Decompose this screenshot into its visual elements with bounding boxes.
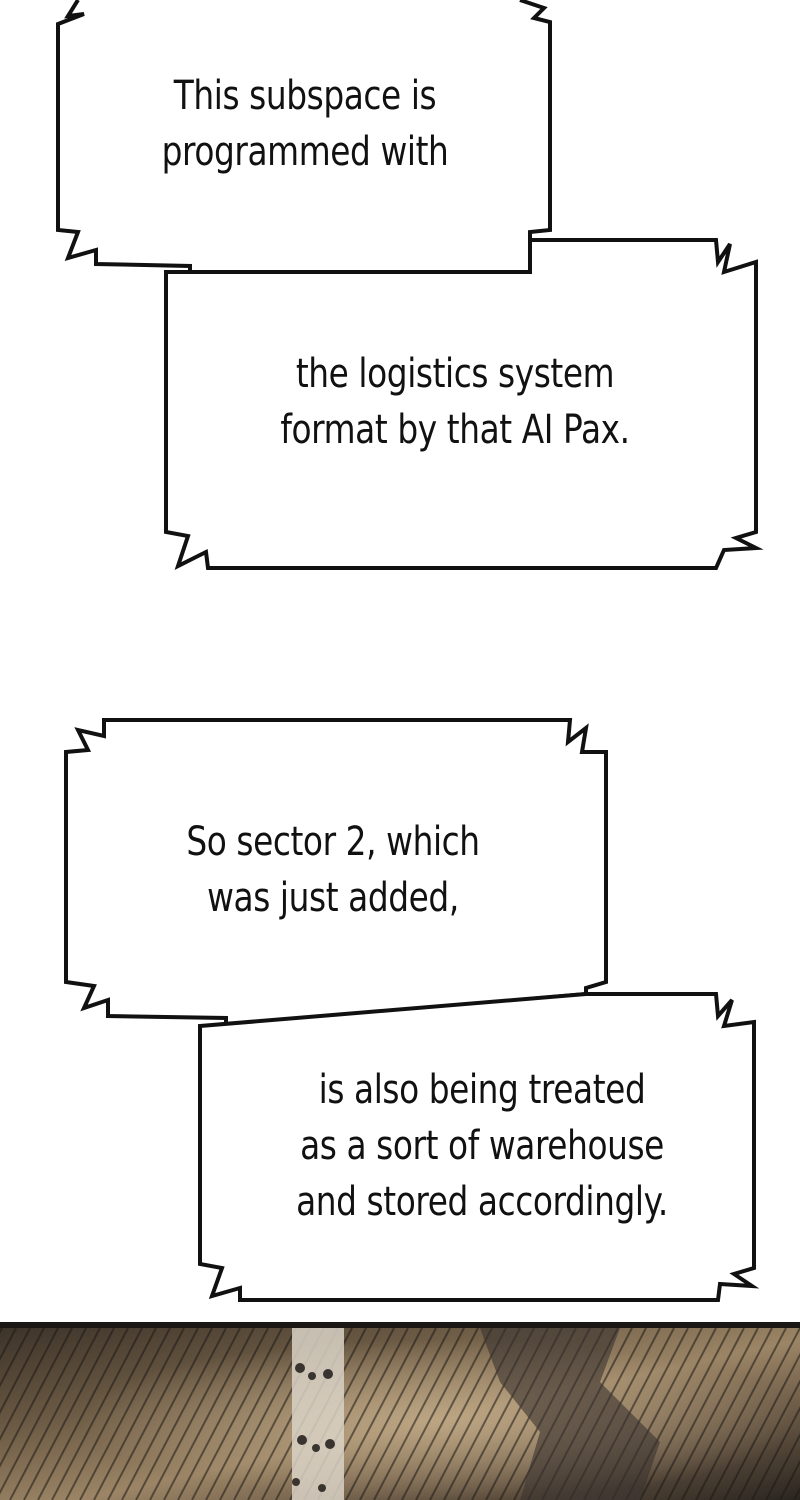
- speed-line: [191, 1327, 283, 1500]
- speed-line: [0, 1327, 59, 1442]
- caption-box-4-text: is also being treated as a sort of wareh…: [277, 1062, 687, 1230]
- speed-line: [331, 1327, 423, 1500]
- caption-box-2-text: the logistics system format by that AI P…: [250, 346, 660, 458]
- scene-illustration: [0, 1322, 800, 1500]
- speed-line: [0, 1327, 73, 1468]
- scene-top-border: [0, 1322, 800, 1328]
- caption-box-1-text: This subspace is programmed with: [141, 68, 469, 180]
- speed-line: [51, 1327, 143, 1500]
- speed-line: [23, 1327, 115, 1500]
- speed-line: [737, 1379, 800, 1500]
- speed-line: [37, 1327, 129, 1500]
- speed-line: [107, 1327, 199, 1500]
- speed-line: [359, 1327, 451, 1500]
- speed-line: [751, 1406, 800, 1500]
- speed-line: [205, 1327, 297, 1500]
- speed-line: [0, 1327, 17, 1361]
- speed-line: [709, 1327, 800, 1500]
- speed-line: [163, 1327, 255, 1500]
- speed-line: [0, 1327, 87, 1495]
- caption-line: is also being treated: [318, 1067, 646, 1113]
- caption-box-outlines: [56, 0, 764, 1302]
- speed-line: [695, 1327, 787, 1500]
- caption-line: format by that AI Pax.: [280, 407, 630, 453]
- speed-line: [681, 1327, 773, 1500]
- caption-line: This subspace is: [173, 73, 437, 119]
- caption-line: the logistics system: [295, 351, 615, 397]
- speed-line: [9, 1327, 101, 1500]
- caption-line: was just added,: [207, 875, 459, 921]
- caption-box-3-outline: [64, 718, 608, 1029]
- caption-box-3-text: So sector 2, which was just added,: [169, 814, 497, 926]
- speed-line: [373, 1327, 465, 1500]
- caption-box-2-outline: [164, 238, 764, 570]
- speed-line: [93, 1327, 185, 1500]
- scene-glow: [0, 1322, 800, 1500]
- caption-line: and stored accordingly.: [296, 1179, 668, 1225]
- speed-line: [639, 1327, 731, 1500]
- speed-line: [387, 1327, 479, 1500]
- speed-line: [121, 1327, 213, 1500]
- speed-line: [65, 1327, 157, 1500]
- speed-line: [765, 1432, 800, 1500]
- speed-line: [79, 1327, 171, 1500]
- speed-line: [177, 1327, 269, 1500]
- speed-line: [0, 1327, 31, 1388]
- caption-box-1-outline: [56, 0, 552, 274]
- scene-pillar: [292, 1328, 344, 1500]
- speed-line: [401, 1327, 493, 1500]
- speed-line: [779, 1459, 800, 1500]
- speed-line: [0, 1327, 45, 1415]
- scene-dark-mass: [480, 1328, 660, 1500]
- caption-line: So sector 2, which: [186, 819, 480, 865]
- speed-line: [149, 1327, 241, 1500]
- speed-line: [723, 1352, 800, 1500]
- speed-line: [667, 1327, 759, 1500]
- pillar-markings: [292, 1363, 335, 1492]
- speed-line: [653, 1327, 745, 1500]
- caption-line: programmed with: [161, 129, 449, 175]
- caption-line: as a sort of warehouse: [300, 1123, 664, 1169]
- caption-box-4-outline: [198, 992, 760, 1302]
- speed-line: [135, 1327, 227, 1500]
- speed-line: [345, 1327, 437, 1500]
